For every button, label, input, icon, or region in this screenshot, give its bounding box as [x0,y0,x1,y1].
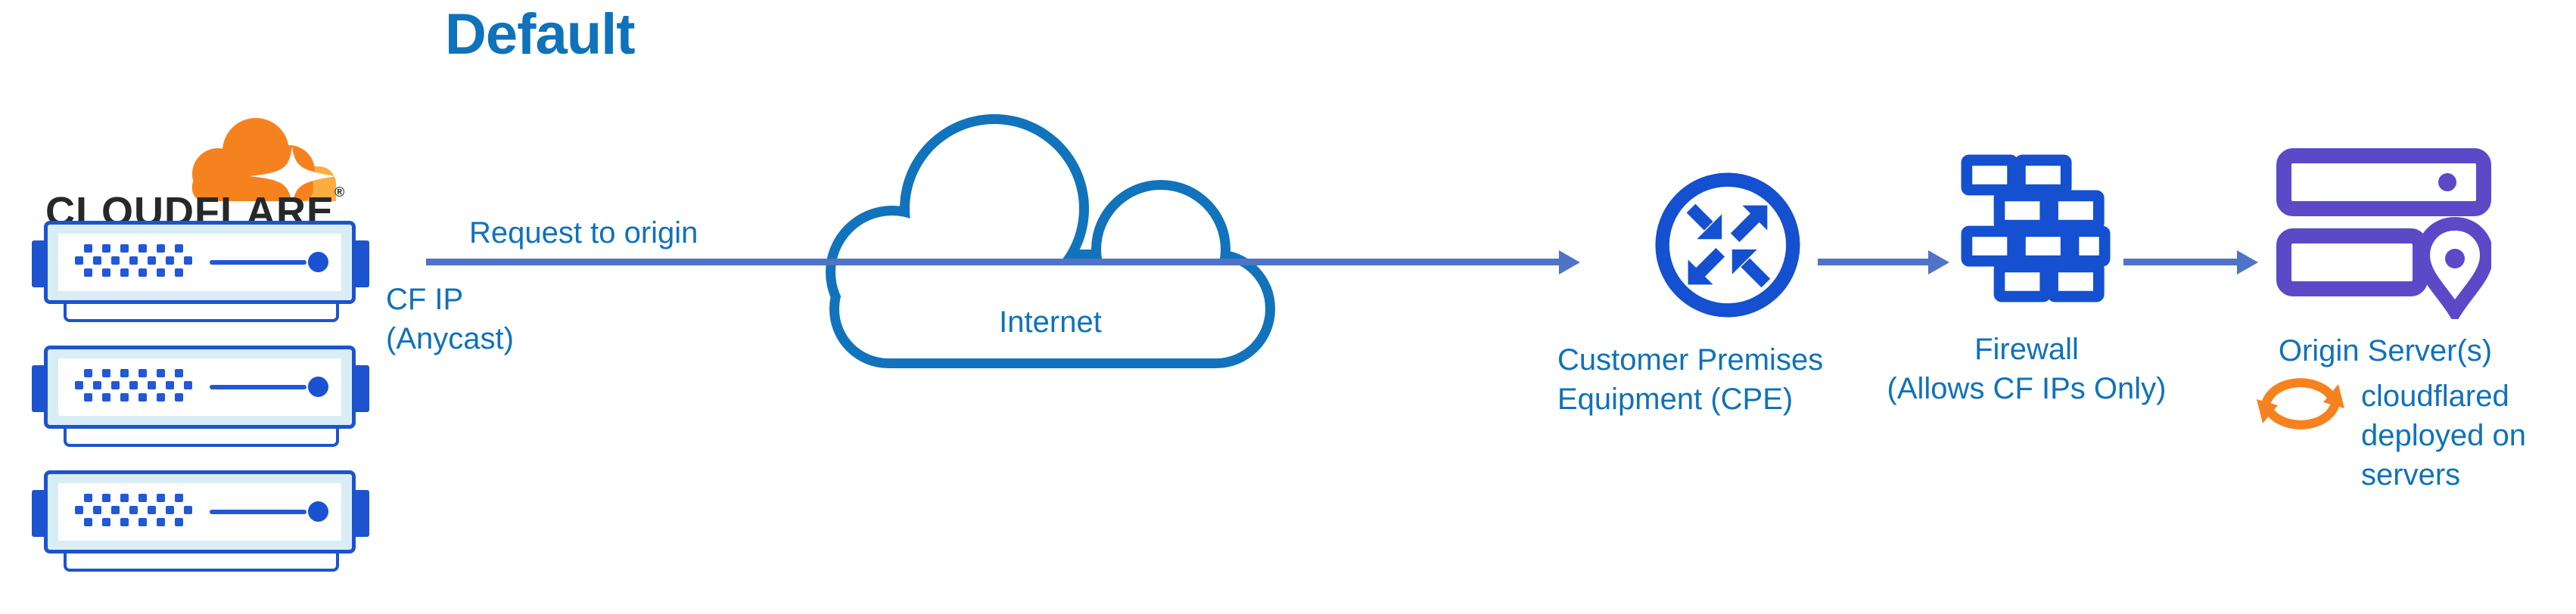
firewall-to-origin-line [2123,259,2237,265]
server-body [44,221,356,304]
page-title: Default [445,2,636,67]
cloudflared-note-line1: cloudflared [2361,380,2509,413]
cloudflared-note-line2: deployed on [2361,419,2526,452]
router-arrows-icon [1686,203,1771,288]
server-vents-icon [75,494,202,530]
cloudflared-note-line3: servers [2361,458,2461,492]
server-right-tab [353,490,369,537]
server-body [44,346,356,429]
server-vents-icon [75,244,202,281]
request-flow-line [426,259,1559,265]
firewall-brick-icon [1961,154,2111,302]
cloudflare-server-icon [32,346,369,451]
sync-arrows-icon [2257,378,2344,429]
firewall-label-line2: (Allows CF IPs Only) [1887,372,2167,405]
cpe-label-line1: Customer Premises [1557,343,1824,377]
cf-ip-line1: CF IP [386,283,464,316]
server-panel [58,358,341,416]
cloud-outline [826,114,1275,368]
cloudflare-server-icon [32,470,369,576]
server-slot [210,385,306,389]
server-power-led [308,377,328,397]
arrow-right-icon [2237,250,2258,274]
cf-ip-anycast-label: CF IP (Anycast) [386,280,514,358]
firewall-bricks [1961,154,2111,302]
cloudflare-server-icon [32,221,369,327]
server-vents-icon [75,369,202,405]
router-ring [1655,172,1800,318]
cloudflared-note-label: cloudflared deployed on servers [2361,377,2526,495]
server-right-tab [353,365,369,412]
internet-label: Internet [999,305,1102,339]
request-to-origin-label: Request to origin [469,216,698,250]
cpe-label-line2: Equipment (CPE) [1557,383,1794,416]
cf-ip-line2: (Anycast) [386,322,514,355]
server-power-led [308,501,328,522]
sync-arcs [2260,378,2341,429]
server-power-led [308,252,328,272]
server-slot [210,510,306,514]
server-panel [58,483,341,541]
server-right-tab [353,240,369,287]
server-slot [210,260,306,265]
sync-arrowheads [2257,384,2344,423]
arrow-right-icon [1559,250,1580,274]
router-cpe-icon [1655,172,1800,318]
cpe-to-firewall-line [1818,259,1928,265]
server-dot [2438,173,2456,191]
origin-servers-label: Origin Server(s) [2278,334,2493,367]
origin-server-icon [2276,148,2491,319]
flare-icon [250,147,336,203]
cloudflare-logo-icon [192,118,336,203]
location-pin-dot [2445,249,2465,268]
cpe-label: Customer Premises Equipment (CPE) [1557,340,1823,419]
origin-server-bars [2276,148,2491,296]
server-panel [58,234,341,291]
internet-cloud-icon [826,114,1275,368]
arrow-right-icon [1928,250,1949,274]
cloudflare-cloud-shape [192,118,336,203]
registered-mark: ® [334,185,346,200]
firewall-label: Firewall (Allows CF IPs Only) [1860,330,2193,408]
server-body [44,470,356,554]
firewall-label-line1: Firewall [1974,333,2079,366]
